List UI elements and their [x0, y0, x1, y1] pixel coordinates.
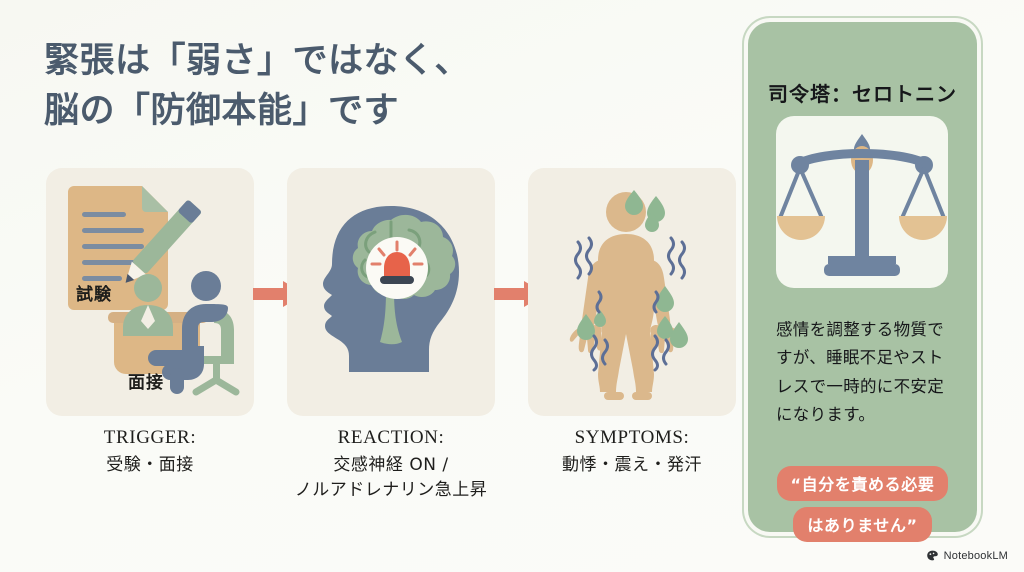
- panel-label-exam: 試験: [76, 285, 112, 305]
- exam-document-and-interview-icon: [68, 186, 240, 396]
- flow-captions: TRIGGER: 受験・面接 REACTION: 交感神経 ON / ノルアドレ…: [46, 424, 736, 534]
- caption-reaction-sub-1: 交感神経 ON /: [333, 454, 449, 475]
- sidebar-title: 司令塔：セロトニン: [768, 82, 957, 106]
- flow-panel-trigger: 試験 面接: [46, 168, 254, 416]
- page-title: 緊張は「弱さ」ではなく、 脳の「防御本能」です: [44, 36, 684, 135]
- caption-trigger-head: TRIGGER:: [103, 427, 197, 448]
- sweating-trembling-body-icon: [569, 190, 688, 400]
- notebooklm-logo-icon: [926, 550, 938, 561]
- flow-panel-reaction: [287, 168, 495, 416]
- caption-reaction-sub-2: ノルアドレナリン急上昇: [294, 480, 488, 500]
- quote-pill-line-2: はありません”: [793, 507, 932, 542]
- flow-panel-symptoms: [528, 168, 736, 416]
- sidebar-icon-card: [776, 116, 948, 288]
- sidebar-body-text: 感情を調整する物質ですが、睡眠不足やストレスで一時的に不安定になります。: [776, 320, 944, 425]
- notebooklm-watermark-label: NotebookLM: [943, 549, 1008, 562]
- caption-symptoms-sub-1: 動悸・震え・発汗: [562, 454, 702, 475]
- sidebar-quote: “自分を責める必要 はありません”: [748, 466, 977, 548]
- caption-trigger: TRIGGER: 受験・面接: [25, 424, 275, 478]
- caption-symptoms: SYMPTOMS: 動悸・震え・発汗: [507, 424, 757, 478]
- process-flow: 試験 面接: [46, 168, 736, 418]
- balance-scale-icon: [777, 134, 947, 276]
- page-title-line-2: 脳の「防御本能」です: [44, 90, 400, 130]
- panel-label-interview: 面接: [128, 373, 164, 393]
- caption-symptoms-head: SYMPTOMS:: [574, 427, 690, 448]
- quote-pill-line-1: “自分を責める必要: [776, 466, 949, 501]
- caption-reaction-head: REACTION:: [337, 427, 445, 448]
- caption-reaction: REACTION: 交感神経 ON / ノルアドレナリン急上昇: [266, 424, 516, 504]
- brain-head-alarm-icon: [323, 206, 459, 372]
- serotonin-sidebar: 司令塔：セロトニン: [748, 22, 977, 542]
- notebooklm-watermark: NotebookLM: [926, 549, 1008, 562]
- caption-trigger-sub-1: 受験・面接: [106, 454, 194, 475]
- page-title-line-1: 緊張は「弱さ」ではなく、: [44, 41, 471, 80]
